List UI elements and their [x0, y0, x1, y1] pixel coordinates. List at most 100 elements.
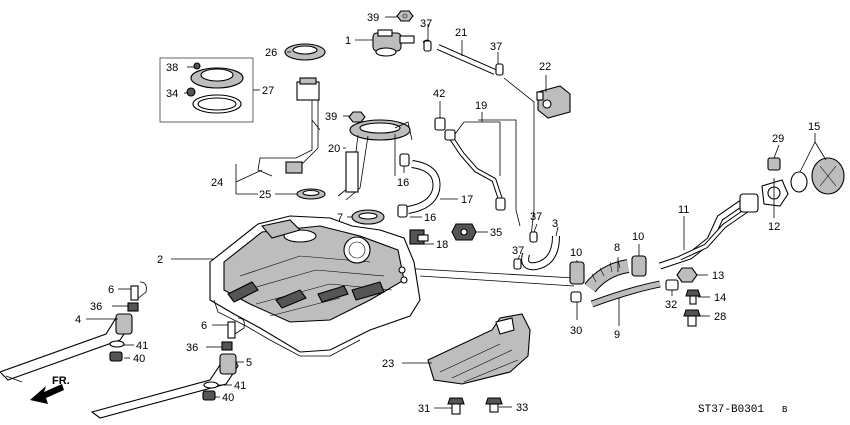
callout-16a: 16 — [397, 177, 409, 189]
part-16-clamp-lower — [397, 204, 408, 218]
part-29-grommet — [767, 157, 781, 171]
part-37-clip-top-2 — [495, 63, 504, 76]
part-6-bolt-b — [227, 317, 245, 339]
callout-30: 30 — [570, 325, 582, 337]
callout-39a: 39 — [367, 12, 379, 24]
callout-37b: 37 — [490, 41, 502, 53]
part-2-fuel-tank — [209, 215, 421, 357]
callout-27: 27 — [262, 85, 274, 97]
part-11-filler-pipe — [658, 193, 759, 270]
callout-34: 34 — [166, 88, 178, 100]
callout-12: 12 — [768, 221, 780, 233]
part-8-hose — [584, 259, 630, 293]
part-21-tube — [436, 44, 497, 75]
callout-18: 18 — [436, 239, 448, 251]
callout-14: 14 — [714, 292, 726, 304]
diagram-code-suffix: B — [782, 405, 788, 415]
part-25-gasket — [296, 188, 326, 200]
callout-5: 5 — [246, 357, 252, 369]
part-32-bushing — [665, 279, 679, 291]
callout-9: 9 — [614, 329, 620, 341]
callout-26: 26 — [265, 47, 277, 59]
part-16-clamp-upper — [399, 153, 410, 167]
part-10-clamp-a — [569, 261, 585, 285]
diagram-code: ST37-B0301 — [698, 404, 764, 416]
callout-22: 22 — [539, 61, 551, 73]
callout-10a: 10 — [570, 247, 582, 259]
callout-11: 11 — [678, 204, 689, 216]
callout-3: 3 — [552, 218, 558, 230]
part-6-bolt-a — [130, 281, 147, 301]
part-39-nut-top — [396, 10, 414, 22]
part-23-heat-shield — [427, 313, 531, 385]
part-35-bushing — [451, 223, 477, 241]
part-14-bolt — [685, 289, 701, 305]
part-13-nut — [676, 267, 698, 283]
part-40-nut-a — [109, 351, 123, 362]
callout-33: 33 — [516, 402, 528, 414]
part-40-nut-b — [202, 390, 216, 401]
callout-17: 17 — [461, 194, 473, 206]
part-30-clamp — [570, 291, 582, 303]
callout-37a: 37 — [420, 18, 432, 30]
part-37-clip-lower-1 — [529, 231, 538, 243]
callout-29: 29 — [772, 133, 784, 145]
part-4-strap — [0, 313, 133, 383]
callout-labels: 1 2 3 4 5 6 6 7 8 9 10 10 11 12 13 14 15… — [52, 12, 820, 416]
part-36-nut-b — [221, 341, 233, 351]
part-41-washer-b — [203, 381, 219, 389]
callout-16b: 16 — [424, 212, 436, 224]
callout-31: 31 — [418, 403, 430, 415]
callout-19: 19 — [475, 100, 487, 112]
callout-36a: 36 — [90, 301, 102, 313]
callout-40b: 40 — [222, 392, 234, 404]
part-24-fuel-sender — [257, 77, 321, 177]
part-27-box — [159, 57, 254, 123]
part-26-ring — [284, 43, 326, 61]
part-41-washer-a — [109, 340, 125, 348]
callout-37d: 37 — [512, 245, 524, 257]
callout-6a: 6 — [108, 284, 114, 296]
front-direction-arrow — [30, 384, 64, 404]
callout-1: 1 — [345, 35, 351, 47]
callout-32: 32 — [665, 299, 677, 311]
part-17-hose — [407, 160, 441, 214]
part-36-nut-a — [127, 302, 139, 312]
callout-4: 4 — [75, 314, 81, 326]
part-12-flange — [761, 179, 789, 207]
part-33-bolt — [485, 397, 503, 413]
callout-6b: 6 — [201, 320, 207, 332]
part-1-vent-valve — [372, 29, 415, 57]
leader-lines — [86, 16, 827, 409]
part-3-hose — [521, 235, 560, 271]
callout-41a: 41 — [136, 340, 148, 352]
callout-39b: 39 — [325, 111, 337, 123]
part-15-fuel-cap — [790, 157, 845, 195]
part-42-clamp — [434, 117, 446, 131]
callout-2: 2 — [157, 254, 163, 266]
callout-15: 15 — [808, 121, 820, 133]
callout-35: 35 — [490, 227, 502, 239]
direction-label: FR. — [52, 375, 70, 387]
callout-13: 13 — [712, 270, 724, 282]
part-9-hose — [590, 280, 661, 308]
callout-42: 42 — [433, 88, 445, 100]
part-7-seal — [351, 209, 385, 225]
part-10-clamp-b — [631, 255, 647, 277]
callout-24: 24 — [211, 177, 223, 189]
callout-10b: 10 — [632, 231, 644, 243]
part-19-hose — [444, 129, 506, 211]
part-31-bolt — [447, 397, 465, 415]
part-37-clip-lower-2 — [513, 258, 522, 270]
callout-38: 38 — [166, 62, 178, 74]
part-22-valve — [536, 85, 571, 119]
part-37-clip-top-1 — [422, 39, 432, 52]
callout-7: 7 — [337, 212, 343, 224]
part-28-bolt — [683, 309, 701, 327]
callout-20: 20 — [328, 143, 340, 155]
callout-25: 25 — [259, 189, 271, 201]
callout-36b: 36 — [186, 342, 198, 354]
callout-23: 23 — [382, 358, 394, 370]
callout-37c: 37 — [530, 211, 542, 223]
